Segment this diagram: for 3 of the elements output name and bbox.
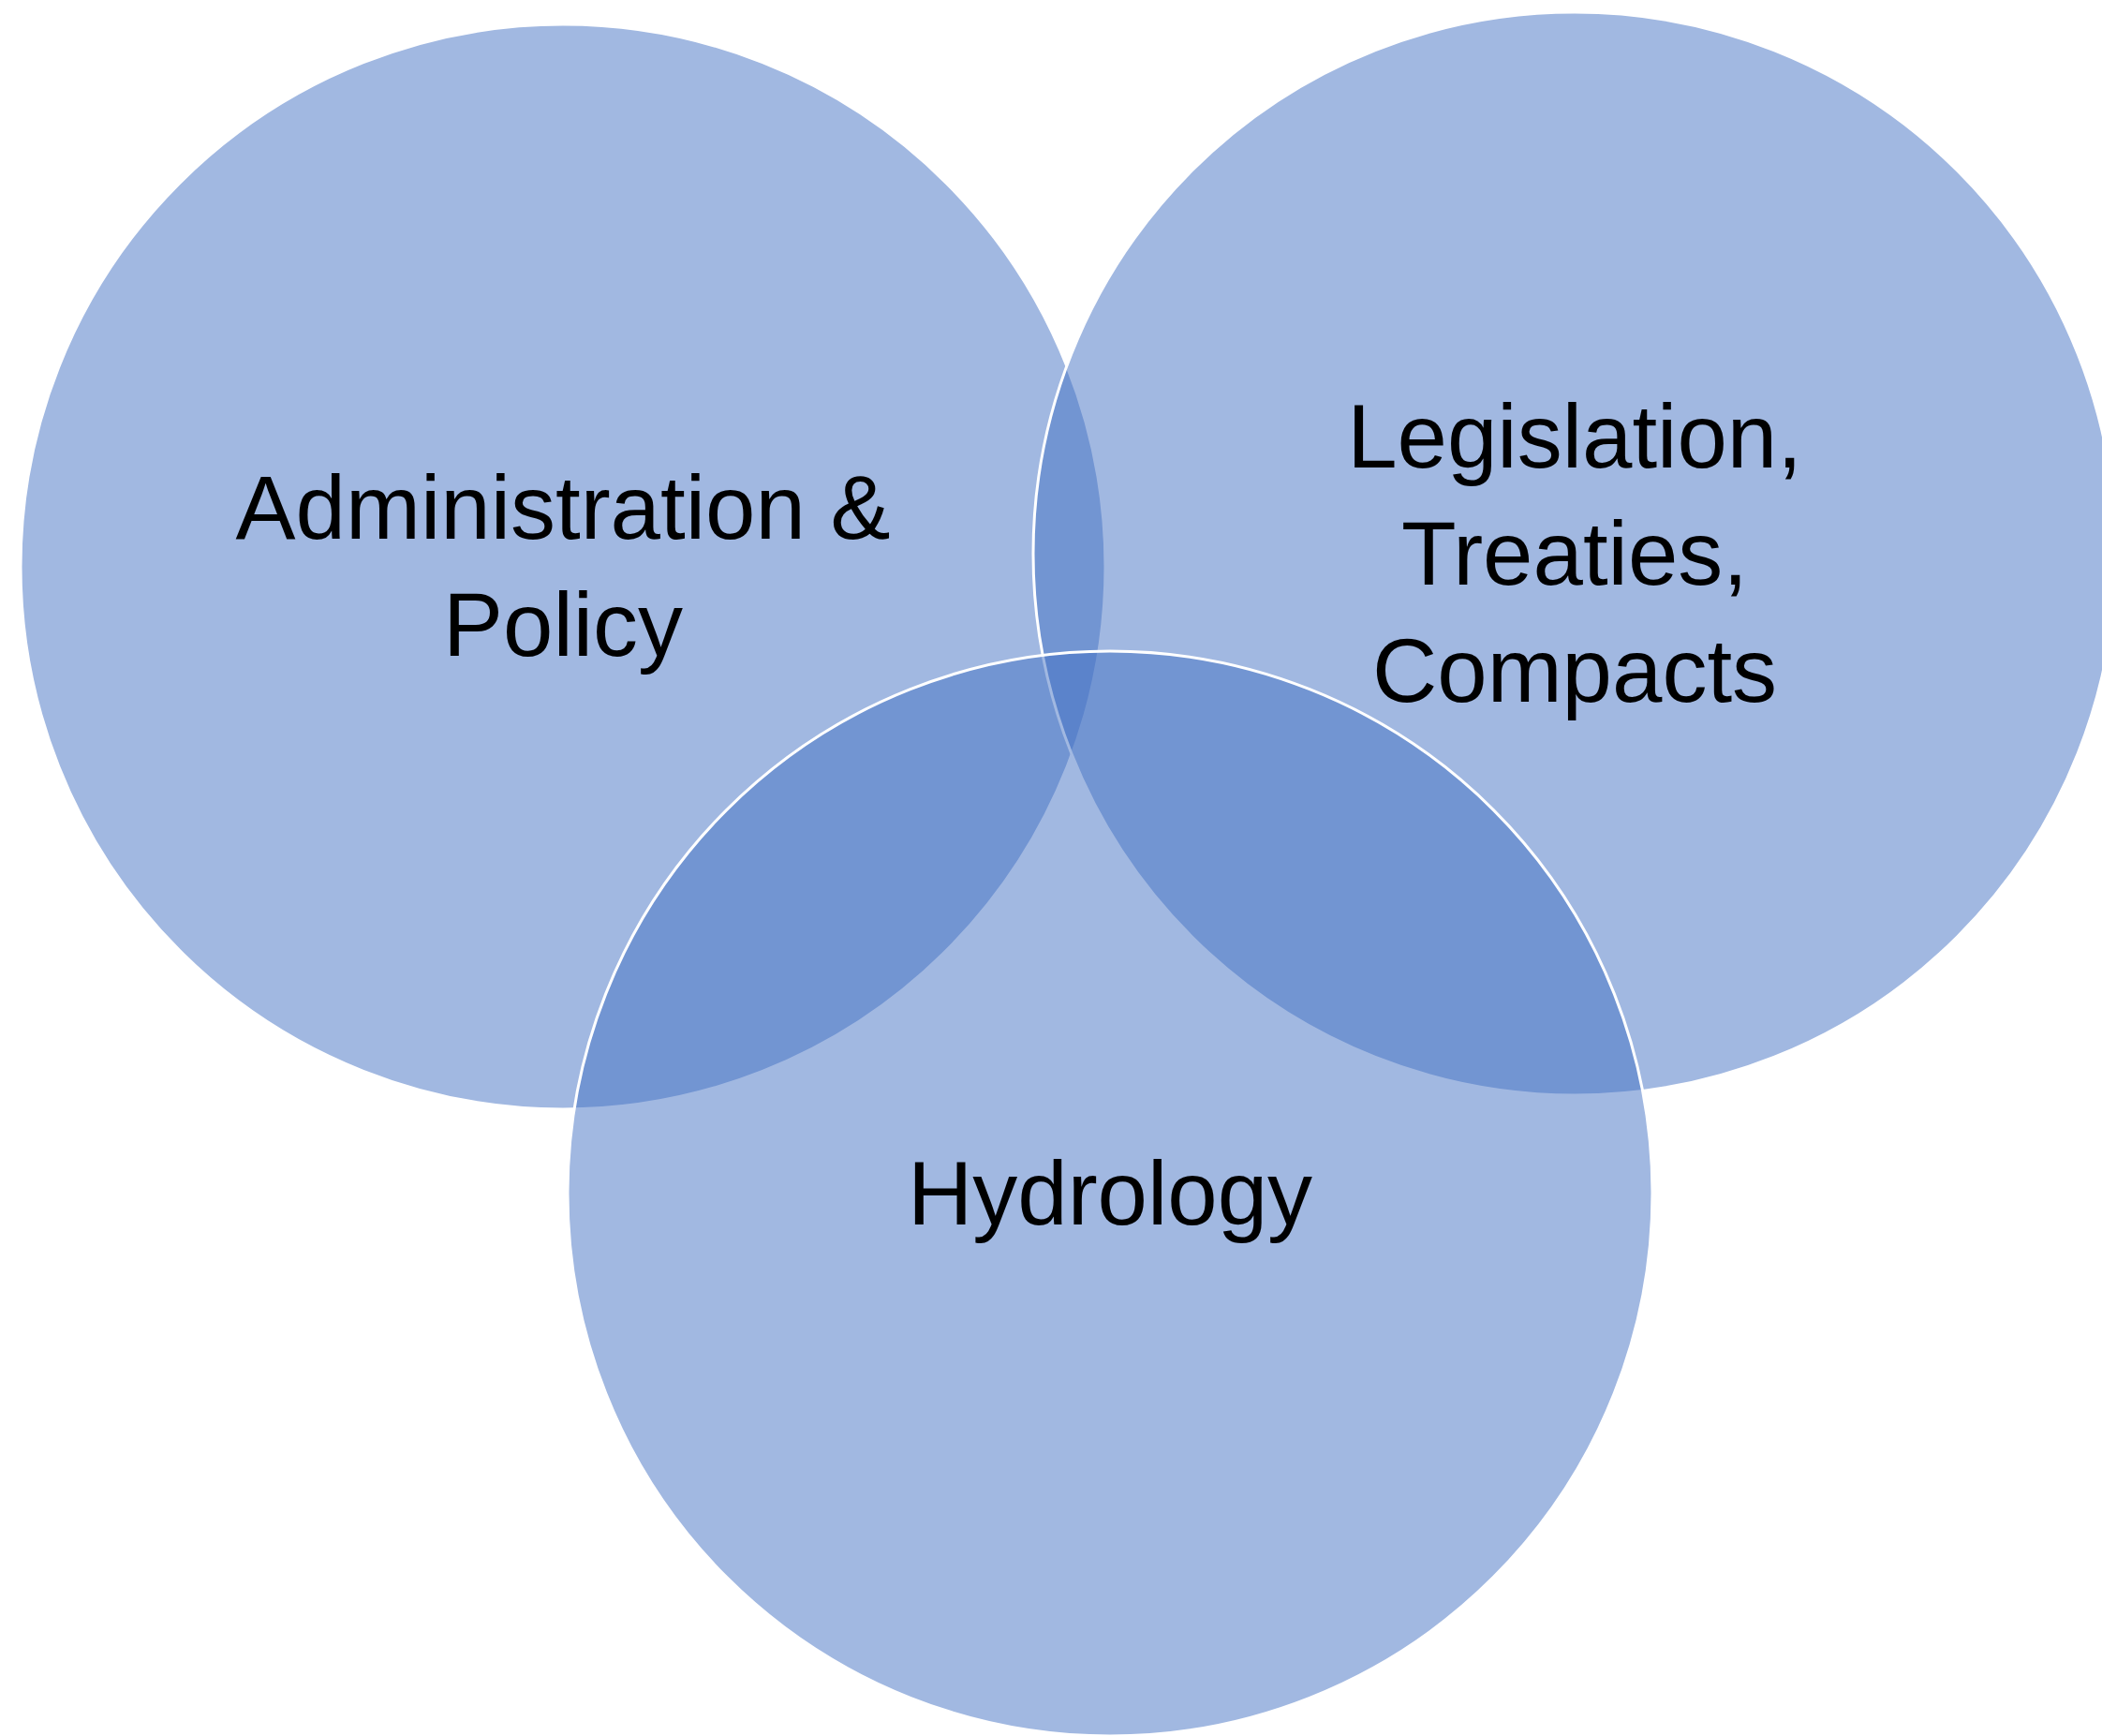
circle-label: Administration & Policy (234, 456, 892, 676)
circle-label: Hydrology (906, 1141, 1314, 1245)
circle-label: Legislation, Treaties, Compacts (1346, 385, 1803, 722)
